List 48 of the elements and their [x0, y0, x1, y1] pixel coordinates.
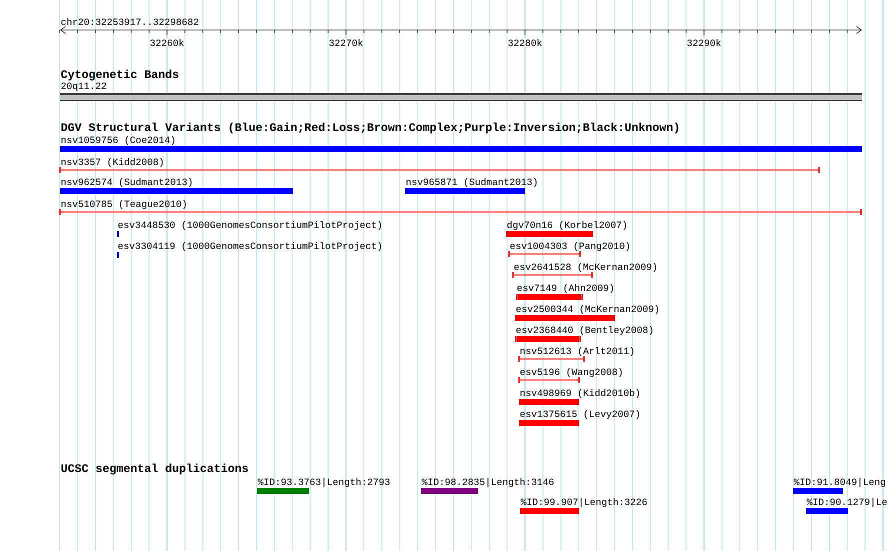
feature-bar: nsv498969 (Kidd2010b) [519, 389, 640, 405]
node-label: esv2500344 (McKernan2009) [516, 305, 658, 314]
track-heading: Cytogenetic Bands [61, 70, 178, 80]
variant-line: esv5196 (Wang2008) [518, 368, 622, 383]
node-label: esv3448530 (1000GenomesConsortiumPilotProject) [118, 221, 382, 230]
feature-bar: %ID:93.3763|Length:2793 [257, 478, 390, 494]
feature-bar: esv7149 (Ahn2009) [516, 284, 613, 300]
node-label: %ID:99.907|Length:3226 [520, 498, 647, 507]
node-label: %ID:98.2835|Length:3146 [422, 478, 554, 487]
node-label: nsv498969 (Kidd2010b) [520, 389, 640, 398]
tick-label: 32290k [686, 38, 722, 47]
node-label: %ID:90.1279|Le [806, 498, 887, 507]
node-label: esv2368440 (Bentley2008) [516, 326, 652, 335]
feature-bar: %ID:91.8049|Leng [793, 478, 886, 494]
feature-bar: %ID:90.1279|Le [806, 498, 887, 514]
chromosome-band: 20q11.22 [60, 82, 862, 101]
variant-line: esv1004303 (Pang2010) [508, 242, 630, 257]
feature-bar: nsv1059756 (Coe2014) [60, 136, 862, 152]
node-label: nsv1059756 (Coe2014) [62, 136, 174, 145]
node-label: dgv70n16 (Korbel2007) [507, 221, 626, 230]
feature-bar: esv1375615 (Levy2007) [519, 410, 640, 426]
feature-bar: esv3304119 (1000GenomesConsortiumPilotProject) [117, 242, 382, 258]
node-label: nsv962574 (Sudmant2013) [62, 178, 192, 187]
node-label: esv1375615 (Levy2007) [520, 410, 640, 419]
feature-bar: esv2368440 (Bentley2008) [514, 326, 652, 342]
tick-label: 32260k [149, 38, 185, 47]
node-label: %ID:91.8049|Leng [794, 478, 886, 487]
feature-bar: nsv962574 (Sudmant2013) [60, 178, 293, 194]
track-heading: DGV Structural Variants (Blue:Gain;Red:Loss;Brown:Complex;Purple:Inversion;Black:Unknown) [61, 122, 678, 134]
feature-bar: esv3448530 (1000GenomesConsortiumPilotProject) [117, 221, 382, 237]
track-heading: UCSC segmental duplications [61, 464, 248, 474]
node-label: %ID:93.3763|Length:2793 [258, 478, 390, 487]
variant-line: nsv512613 (Arlt2011) [518, 347, 634, 362]
feature-bar: %ID:98.2835|Length:3146 [421, 478, 554, 494]
node-label: 20q11.22 [61, 82, 106, 91]
node-label: esv7149 (Ahn2009) [517, 284, 614, 293]
feature-bar: %ID:99.907|Length:3226 [520, 498, 647, 514]
variant-line: nsv3357 (Kidd2008) [59, 158, 820, 173]
feature-bar: nsv965871 (Sudmant2013) [405, 178, 537, 194]
tick-label: 32270k [328, 38, 364, 47]
variant-line: nsv510785 (Teague2010) [59, 200, 863, 215]
variant-line: esv2641528 (McKernan2009) [512, 263, 656, 278]
feature-bar: esv2500344 (McKernan2009) [515, 305, 658, 321]
node-label: esv3304119 (1000GenomesConsortiumPilotProject) [118, 242, 382, 251]
position-label: chr20:32253917..32298682 [61, 18, 198, 26]
tick-label: 32280k [507, 38, 543, 47]
node-label: nsv965871 (Sudmant2013) [406, 178, 537, 187]
feature-bar: dgv70n16 (Korbel2007) [506, 221, 626, 237]
